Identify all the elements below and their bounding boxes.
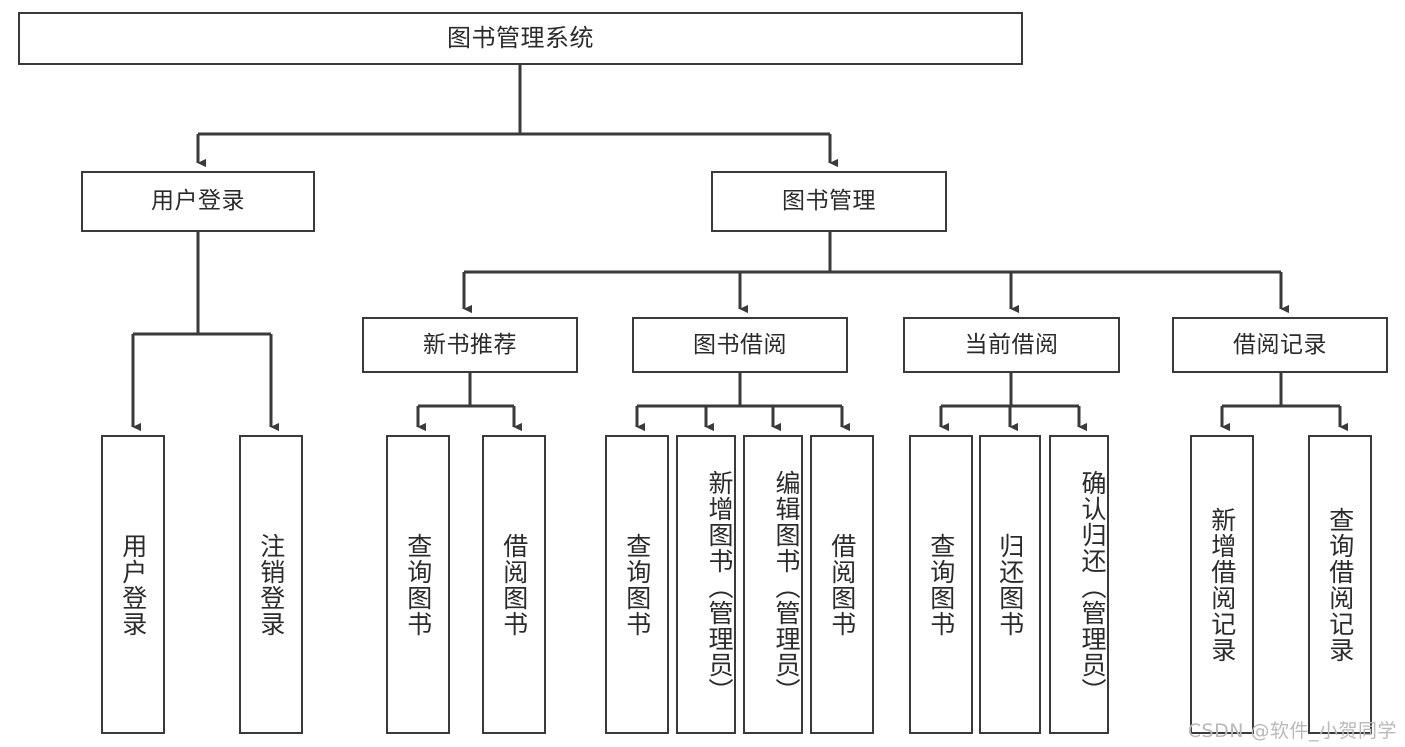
node-label: 用户登录 xyxy=(151,188,245,215)
leaf-book-borrow-borrow-book[interactable]: 借阅图书 xyxy=(810,435,874,734)
node-label: 注销登录 xyxy=(256,532,286,637)
node-label: 新增借阅记录 xyxy=(1207,506,1237,663)
node-label: 图书管理系统 xyxy=(447,23,594,52)
node-new-book-recommend[interactable]: 新书推荐 xyxy=(362,317,578,373)
node-label: 新书推荐 xyxy=(423,331,517,358)
node-label: 借阅图书 xyxy=(827,532,857,637)
node-label: 查询图书 xyxy=(403,532,433,637)
node-book-management[interactable]: 图书管理 xyxy=(711,171,947,232)
node-book-borrow[interactable]: 图书借阅 xyxy=(632,317,848,373)
node-label: 编辑图书（管理员） xyxy=(772,469,801,704)
leaf-user-login-logout[interactable]: 注销登录 xyxy=(239,435,303,734)
node-label: 借阅记录 xyxy=(1233,331,1327,358)
node-label: 用户登录 xyxy=(118,532,148,637)
leaf-current-borrow-return-book[interactable]: 归还图书 xyxy=(979,435,1041,734)
node-label: 查询借阅记录 xyxy=(1325,506,1355,663)
csdn-watermark: CSDN @软件_小贺同学 xyxy=(1187,720,1397,742)
node-label: 当前借阅 xyxy=(964,331,1059,358)
node-label: 借阅图书 xyxy=(499,532,529,637)
node-borrow-record[interactable]: 借阅记录 xyxy=(1172,317,1388,373)
leaf-borrow-record-query-record[interactable]: 查询借阅记录 xyxy=(1308,435,1372,734)
node-label: 查询图书 xyxy=(622,532,652,637)
leaf-new-book-query-book[interactable]: 查询图书 xyxy=(386,435,450,734)
node-label: 图书借阅 xyxy=(693,331,787,358)
leaf-book-borrow-edit-book-admin[interactable]: 编辑图书（管理员） xyxy=(743,435,803,734)
node-label: 新增图书（管理员） xyxy=(705,469,734,704)
leaf-current-borrow-query-book[interactable]: 查询图书 xyxy=(909,435,973,734)
leaf-current-borrow-confirm-return-admin[interactable]: 确认归还（管理员） xyxy=(1049,435,1109,734)
leaf-borrow-record-add-record[interactable]: 新增借阅记录 xyxy=(1190,435,1254,734)
node-label: 图书管理 xyxy=(782,188,876,215)
node-label: 查询图书 xyxy=(926,532,956,637)
leaf-book-borrow-query-book[interactable]: 查询图书 xyxy=(605,435,669,734)
node-user-login[interactable]: 用户登录 xyxy=(81,171,315,232)
leaf-book-borrow-add-book-admin[interactable]: 新增图书（管理员） xyxy=(676,435,736,734)
node-root-book-management-system[interactable]: 图书管理系统 xyxy=(18,12,1023,65)
node-current-borrow[interactable]: 当前借阅 xyxy=(903,317,1120,373)
node-label: 归还图书 xyxy=(995,532,1025,637)
leaf-user-login-login[interactable]: 用户登录 xyxy=(101,435,165,734)
node-label: 确认归还（管理员） xyxy=(1078,469,1107,704)
leaf-new-book-borrow-book[interactable]: 借阅图书 xyxy=(482,435,546,734)
